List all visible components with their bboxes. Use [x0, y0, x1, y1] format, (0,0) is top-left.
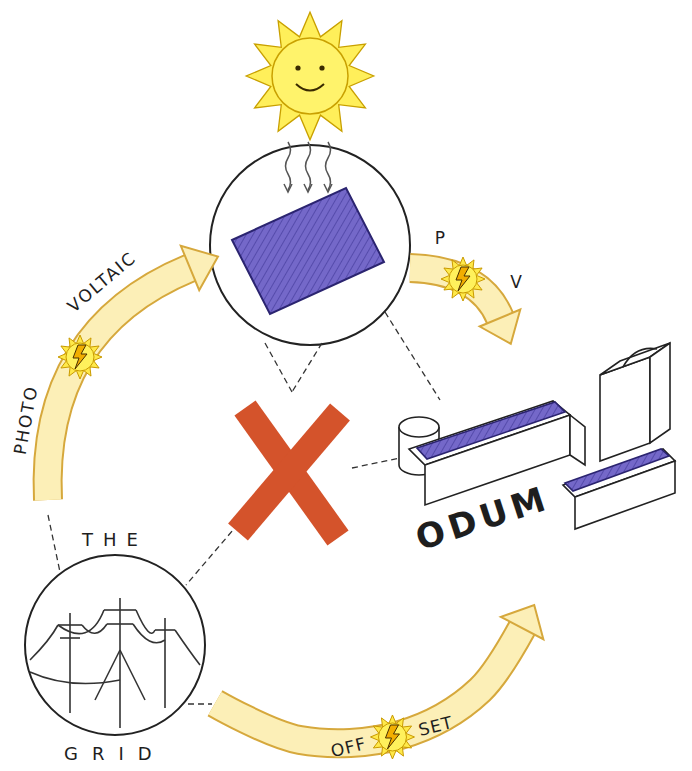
dashed-line [188, 703, 212, 704]
crossbar [155, 629, 175, 631]
sun-ray-arrow [326, 142, 331, 190]
building-cylinder-top [399, 417, 439, 437]
wire [30, 625, 58, 660]
pole [69, 613, 71, 713]
crossbar [60, 637, 80, 639]
sun-ray-arrow [304, 184, 312, 192]
building-tower-side [650, 343, 670, 443]
wire [82, 624, 107, 633]
grid-heading: THE [82, 530, 148, 550]
solar-panel [232, 188, 384, 314]
grid-heading: GRID [64, 744, 166, 764]
pv-circle [210, 145, 410, 345]
pole [119, 598, 121, 728]
wire [136, 610, 155, 633]
band-arrow [215, 605, 534, 743]
sun-face [272, 38, 348, 114]
wire [58, 610, 104, 634]
brace [95, 650, 120, 700]
band-arrowhead [501, 605, 543, 639]
sun-ray-arrow [306, 142, 311, 190]
sun-ray-arrow [286, 142, 291, 190]
band-arrowhead [181, 246, 218, 290]
band-connector [215, 605, 543, 743]
building-loop [623, 348, 657, 367]
band-outline [215, 605, 534, 743]
band-arrowhead [480, 310, 521, 344]
sun-ray-arrow [324, 184, 332, 192]
building-block [425, 415, 570, 505]
grid-circle: THE GRID [15, 528, 215, 768]
circle-outline [15, 528, 215, 768]
crossbar [104, 609, 136, 611]
lightning-icon [58, 335, 102, 379]
dashed-leaders [48, 312, 440, 704]
dashed-line [48, 515, 60, 572]
building-block [575, 461, 675, 529]
crossbar [107, 623, 133, 625]
circle-outline [25, 555, 205, 735]
dashed-line [292, 343, 322, 392]
sun-rays [246, 12, 374, 140]
power-poles [30, 598, 200, 728]
wire [175, 630, 200, 665]
brace [120, 650, 145, 700]
wire [133, 624, 165, 643]
arrow-label: V [510, 273, 522, 292]
sun-smile [296, 84, 324, 91]
sun-ray-arrow [284, 184, 292, 192]
sun-eye [295, 65, 300, 70]
dashed-line [385, 312, 440, 400]
wire [30, 672, 120, 684]
dashed-line [265, 343, 292, 392]
building-node: ODUM [395, 315, 685, 605]
dashed-line [352, 458, 400, 468]
crossbar [58, 624, 82, 626]
red-cross [238, 412, 340, 532]
sun-eye [319, 65, 324, 70]
building-name: ODUM [411, 479, 554, 557]
lightning-icon [441, 257, 485, 301]
arrow-label: P [435, 229, 445, 248]
pole [164, 618, 166, 708]
building-block-side [570, 415, 585, 465]
